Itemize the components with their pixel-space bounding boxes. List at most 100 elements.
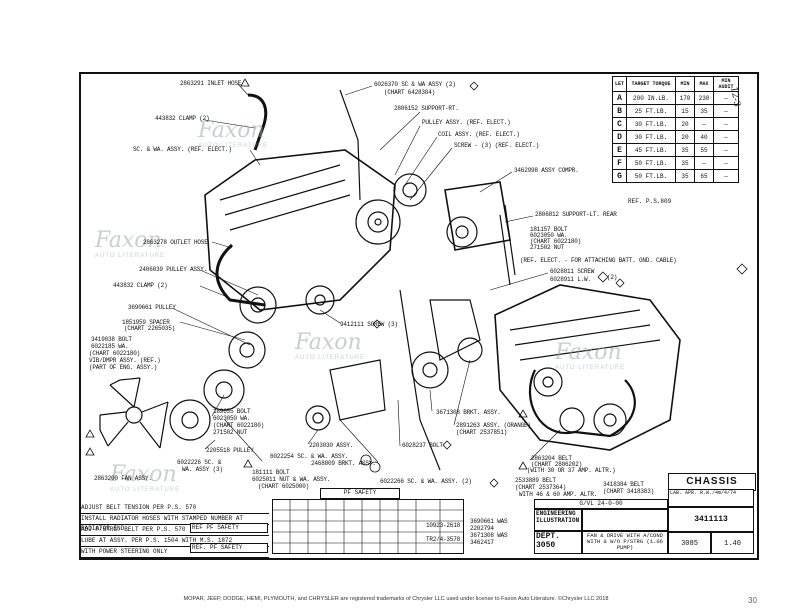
callout-label: 6026370 SC & WA ASSY (2) — [374, 81, 456, 88]
callout-label: 3419038 BOLT — [91, 336, 132, 343]
gvl-code: G/VL 24-0-00 — [534, 499, 668, 509]
lab-approval: LAB. APR. R.W./4m/4/74 — [668, 489, 754, 507]
department: DEPT. 3050 — [534, 531, 582, 554]
sheet-revision: 1.40 — [711, 532, 754, 554]
callout-label: 2863291 INLET HOSE — [180, 80, 242, 87]
callout-label: (CHART 2265035) — [124, 325, 176, 332]
callout-label: 443832 CLAMP (2) — [155, 115, 210, 122]
drawing-description: FAN & DRIVE WITH A/COND WITH & W/O P/STR… — [582, 531, 668, 554]
callout-label: 1851959 SPACER — [122, 319, 170, 326]
table-row: G 50 FT.LB. 35 65 — — [611, 169, 740, 183]
callout-label: WITH 46 & 60 AMP. ALTR. — [519, 491, 598, 498]
revision-entry: 2202794 — [470, 525, 494, 532]
callout-label: 6028237 BOLT — [402, 442, 443, 449]
revision-entry: 10923-2618 — [426, 522, 461, 529]
table-row: C 30 FT.LB. 20 — — — [611, 117, 740, 131]
revision-entry: 3671308 WAS — [470, 532, 508, 539]
callout-label: (WITH 30 OR 37 AMP. ALTR.) — [527, 467, 616, 474]
callout-label: 2863204 BELT — [531, 455, 572, 462]
note-line: ADJUST BELT TENSION PER P.S. 570 — [81, 503, 269, 514]
note-line: WITH POWER STEERING ONLY — [81, 547, 269, 558]
callout-label: 6023050 WA. — [213, 415, 251, 422]
sheet-number: 3085 — [668, 532, 711, 554]
title-stamp-area — [582, 509, 668, 531]
table-row: B 25 FT.LB. 15 35 — — [611, 104, 740, 118]
callout-label: 6022226 SC. & — [177, 459, 222, 466]
callout-label: 6022185 WA. — [91, 343, 129, 350]
table-row: A 200 IN.LB. 170 230 — — [611, 91, 740, 105]
callout-label: (REF. ELECT. - FOR ATTACHING BATT. GND. … — [520, 257, 677, 264]
callout-label: (CHART 2537364) — [515, 484, 567, 491]
callout-label: 2406039 PULLEY ASSY. — [139, 266, 208, 273]
callout-label: 6022254 SC. & WA. ASSY. — [270, 453, 349, 460]
callout-label: 2205518 PULLEY — [206, 447, 254, 454]
engineering-illustration: ENGINEERING ILLUSTRATION — [534, 509, 582, 531]
pf-safety-header: PF SAFETY — [320, 488, 400, 499]
callout-label: 2203030 ASSY. — [309, 442, 354, 449]
callout-label: 3690661 PULLEY — [128, 304, 176, 311]
ref-pf-safety: REF PF SAFETY — [190, 523, 268, 533]
callout-label: 443832 CLAMP (2) — [113, 282, 168, 289]
revision-entry: 3462417 — [470, 539, 494, 546]
trademark-footer: MOPAR, JEEP, DODGE, HEMI, PLYMOUTH, and … — [183, 596, 609, 602]
drawing-sheet — [79, 72, 759, 560]
torque-table-header: LET TARGET TORQUE MIN MAX MIN AUDIT — [611, 76, 740, 92]
torque-table: LET TARGET TORQUE MIN MAX MIN AUDIT A 20… — [611, 76, 740, 183]
callout-label: 2468809 BRKT. ASSY. — [311, 460, 376, 467]
callout-label: (CHART 6428384) — [384, 89, 436, 96]
revision-entry: 3690661 WAS — [470, 518, 508, 525]
callout-label: 3462998 ASSY COMPR. — [514, 167, 579, 174]
ref-pf-safety-2: REF. PF SAFETY — [190, 543, 268, 553]
callout-label: 271502 NUT — [530, 244, 565, 251]
callout-label: 9412111 SCREW (3) — [340, 321, 398, 328]
callout-label: 2891263 ASSY. (ORANGE) — [456, 422, 531, 429]
callout-label: VIB/DMPR ASSY. (REF.) — [89, 357, 161, 364]
callout-label: (CHART 6025000) — [258, 483, 310, 490]
callout-label: PULLEY ASSY. (REF. ELECT.) — [422, 119, 511, 126]
callout-label: (CHART 6022180) — [530, 238, 582, 245]
note-line: ADJ P/STRG. BELT PER P.S. 570 — [81, 525, 269, 536]
callout-label: 6028911 L.W. — [550, 276, 591, 283]
callout-label: 6022266 SC. & WA. ASSY. (2) — [380, 478, 472, 485]
note-line: LUBE AT ASSY. PER P.S. 1504 WITH M.S. 18… — [81, 536, 269, 547]
callout-label: (CHART 6022180) — [89, 350, 141, 357]
callout-label: 181111 BOLT — [252, 469, 290, 476]
callout-label: 2806812 SUPPORT-LT. REAR — [535, 211, 617, 218]
callout-label: COIL ASSY. (REF. ELECT.) — [438, 131, 520, 138]
callout-label: (CHART 2806202) — [531, 461, 583, 468]
callout-label: 3671308 BRKT. ASSY. — [436, 409, 501, 416]
callout-label: 6025011 NUT & WA. ASSY. — [252, 476, 331, 483]
callout-label: 189655 BOLT — [213, 408, 251, 415]
callout-label: 181157 BOLT — [530, 226, 568, 233]
callout-label: (CHART 3418383) — [603, 488, 655, 495]
callout-label: (CHART 6022180) — [213, 422, 265, 429]
assembly-notes: ADJUST BELT TENSION PER P.S. 570 INSTALL… — [81, 503, 269, 558]
callout-label: 2863200 FAN ASSY. — [94, 475, 152, 482]
callout-label: 6028811 SCREW — [550, 268, 595, 275]
callout-label: 271502 NUT — [213, 429, 248, 436]
callout-label: SC. & WA. ASSY. (REF. ELECT.) — [133, 146, 232, 153]
callout-label: WA. ASSY (3) — [182, 466, 223, 473]
callout-label: 6023050 WA. — [530, 232, 568, 239]
callout-label: 2533889 BELT — [515, 477, 556, 484]
page-number: 30 — [748, 596, 757, 605]
callout-label: (2) — [607, 274, 618, 281]
drawing-number: 3411113 — [668, 507, 754, 532]
callout-label: 3418384 BELT — [603, 481, 644, 488]
callout-label: SCREW - (3) (REF. ELECT.) — [454, 142, 540, 149]
callout-label: (CHART 2537851) — [456, 429, 508, 436]
revision-grid — [272, 499, 464, 554]
table-row: E 45 FT.LB. 35 55 — — [611, 143, 740, 157]
torque-reference: REF. P.S.809 — [628, 198, 672, 205]
revision-entry: TR2/4-3578 — [426, 536, 461, 543]
callout-label: 2806152 SUPPORT-RT. — [394, 105, 459, 112]
note-line: INSTALL RADIATOR HOSES WITH STAMPED NUMB… — [81, 514, 269, 532]
callout-label: 2863278 OUTLET HOSE — [143, 239, 208, 246]
